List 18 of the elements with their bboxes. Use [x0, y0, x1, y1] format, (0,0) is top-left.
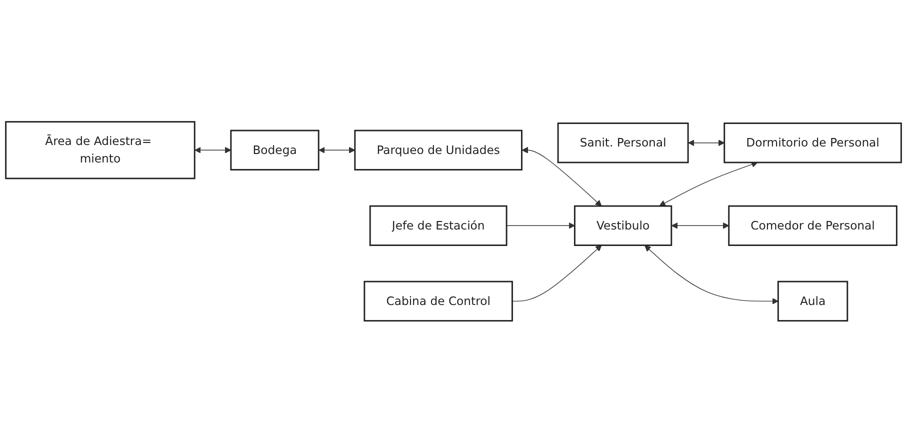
- node-box: Cabina de Control: [364, 281, 513, 322]
- node-box: Parqueo de Unidades: [354, 130, 522, 171]
- node-box: Aula: [777, 281, 848, 322]
- arrow: [512, 245, 602, 302]
- arrow: [659, 162, 758, 206]
- node-box: Comedor de Personal: [728, 206, 898, 246]
- node-box: Vestibulo: [574, 206, 672, 246]
- arrow: [688, 140, 725, 146]
- node-box: Sanit. Personal: [557, 122, 689, 164]
- arrow: [522, 147, 602, 207]
- arrow: [506, 222, 575, 230]
- arrow: [671, 222, 730, 230]
- node-box: Ārea de Adiestra= miento: [5, 121, 196, 180]
- arrow: [194, 147, 232, 154]
- arrow: [644, 245, 778, 305]
- arrow: [318, 147, 356, 154]
- node-box: Bodega: [230, 130, 320, 171]
- node-box: Dormitorio de Personal: [724, 122, 902, 164]
